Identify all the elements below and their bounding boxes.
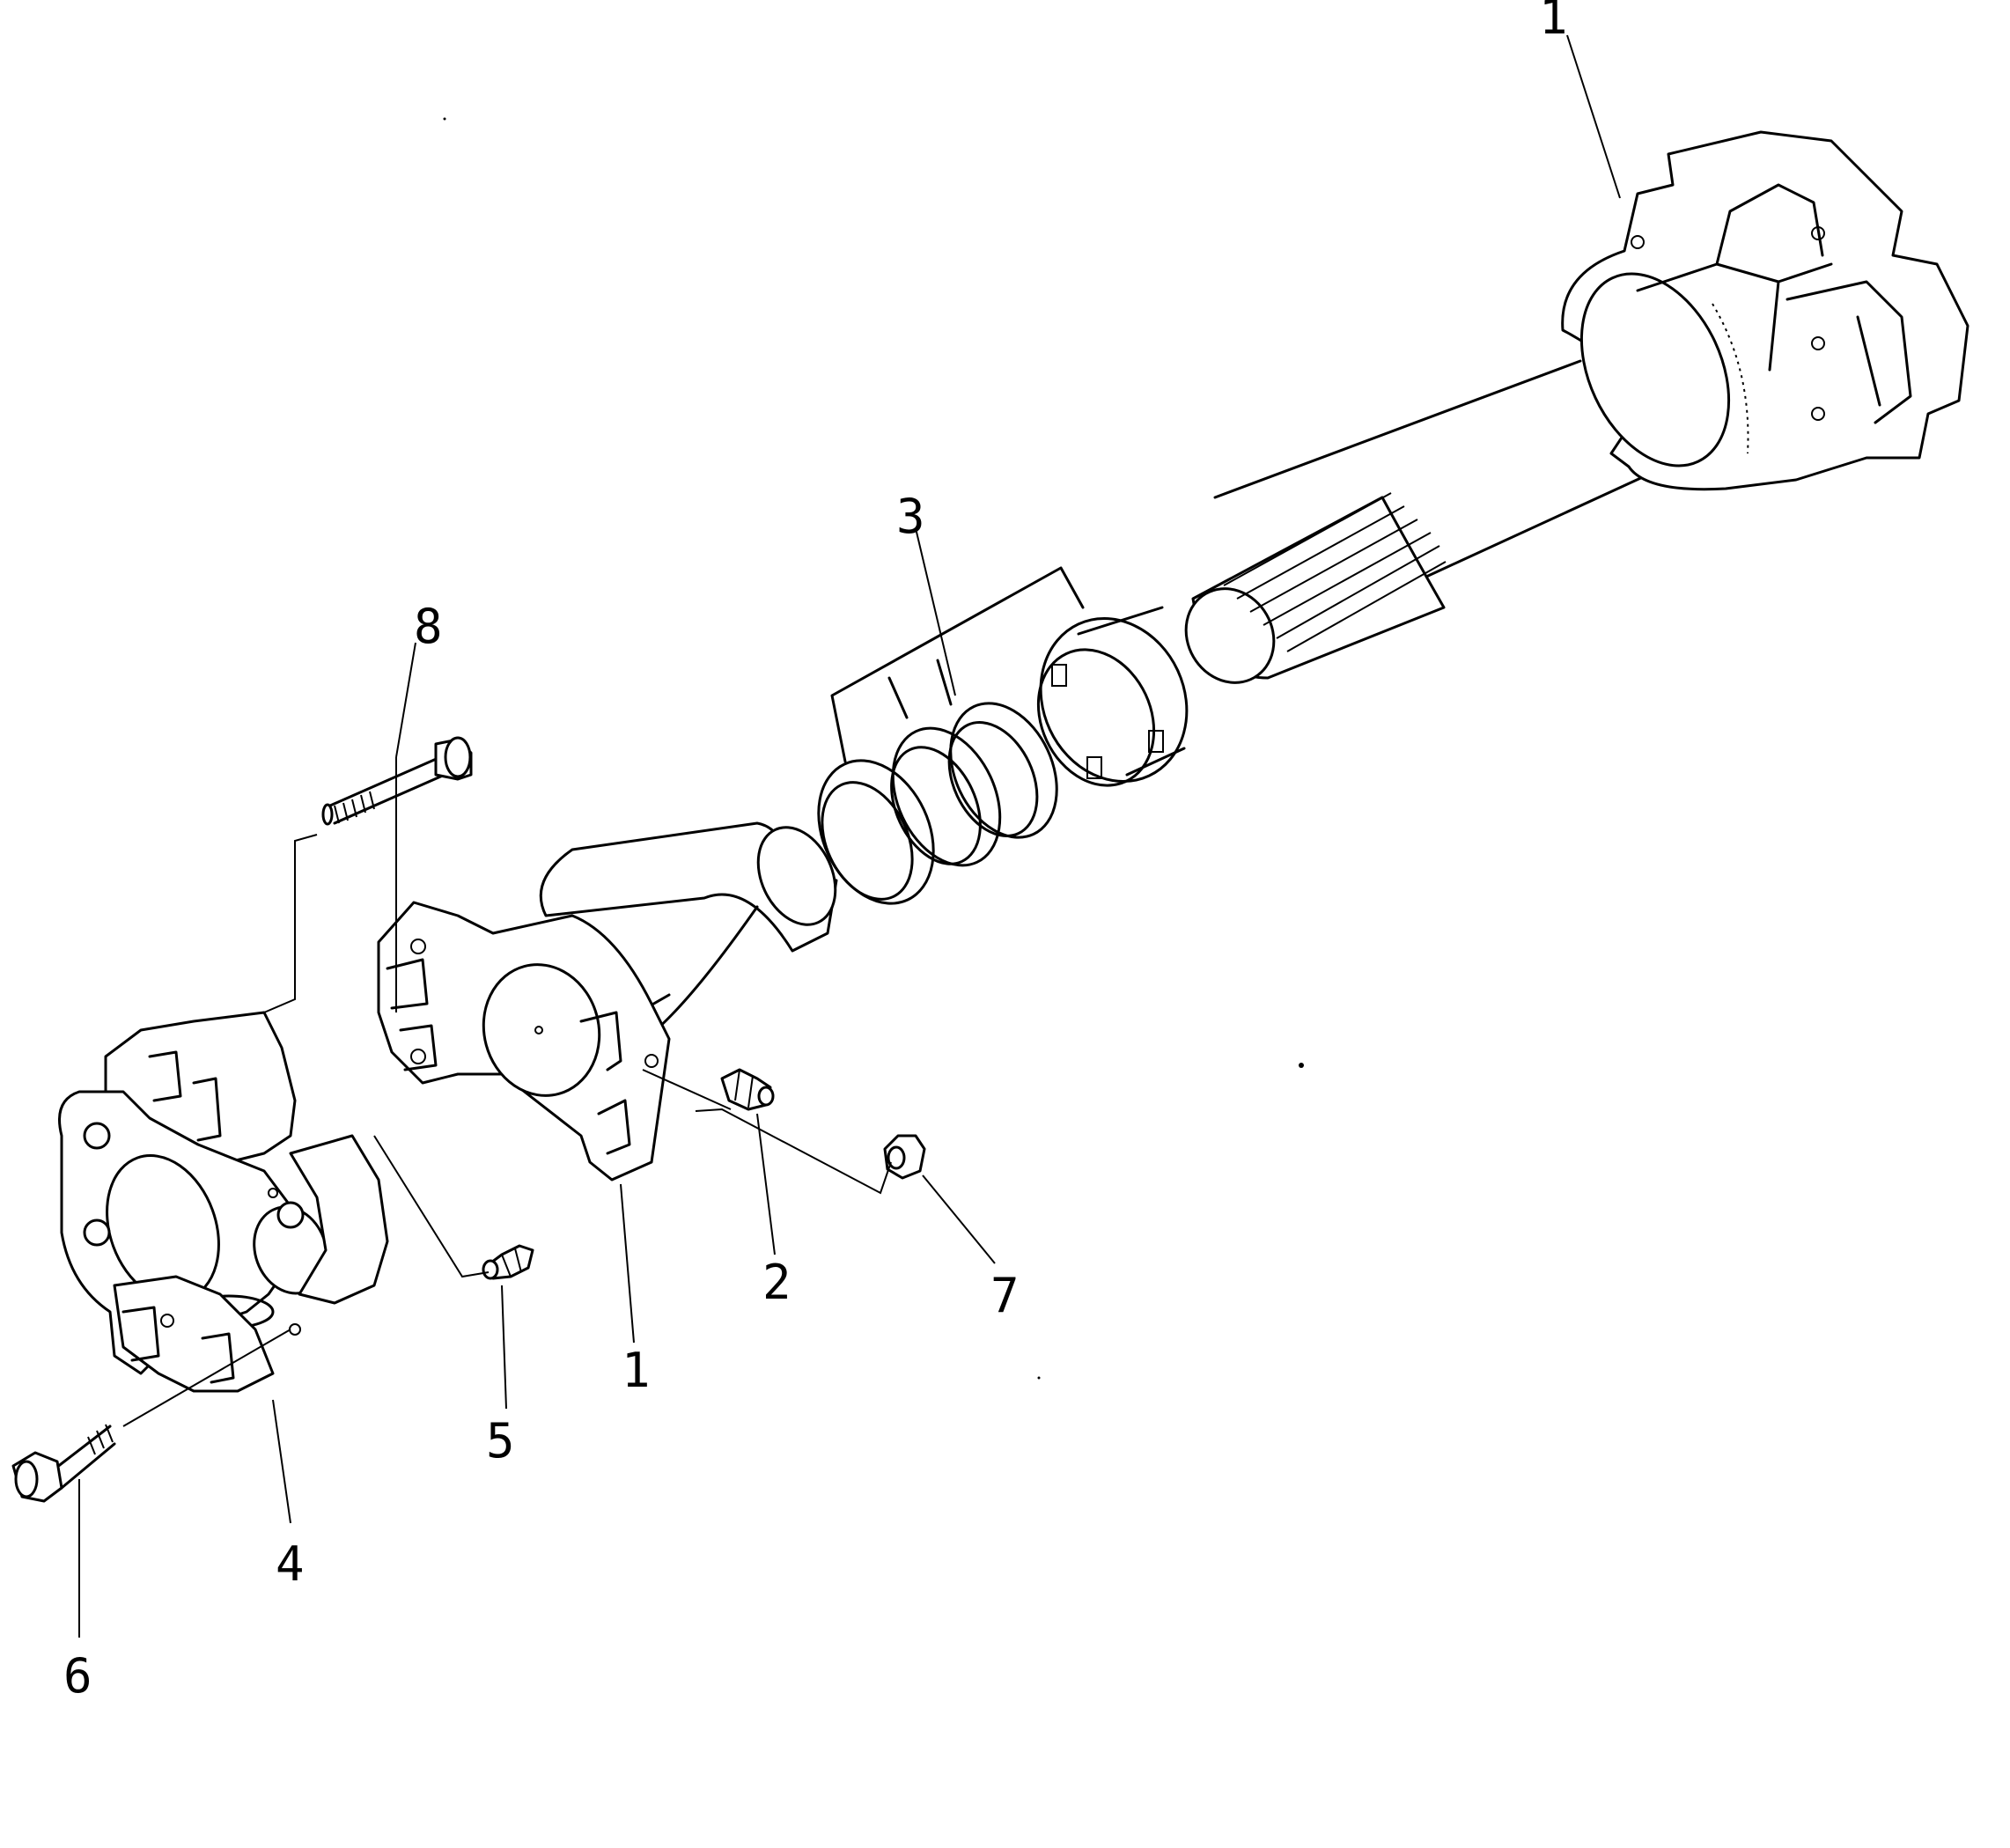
shaft-yoke-assembly (1184, 130, 1970, 684)
shim-rings (817, 702, 1058, 905)
nut (883, 1134, 926, 1180)
universal-joint-spider (58, 1011, 389, 1393)
callout-grease-fitting-center: 2 (762, 1255, 791, 1310)
shim-set (817, 566, 1189, 905)
bolt-upper (321, 736, 473, 826)
callout-bolt-upper: 8 (414, 599, 443, 654)
grease-fitting-left (482, 1244, 534, 1280)
callout-spider-kit: 4 (276, 1536, 305, 1592)
grease-fitting-center (720, 1068, 775, 1111)
callout-nut: 7 (990, 1268, 1020, 1323)
leader-lines (78, 34, 1621, 1638)
splined-shaft-end (1184, 492, 1447, 684)
callout-flange-yoke: 1 (622, 1343, 651, 1398)
callout-shim-set: 3 (896, 489, 925, 544)
scan-speck (1037, 1376, 1041, 1380)
seal-ring (1036, 606, 1189, 787)
callout-bolt-lower: 6 (63, 1648, 92, 1704)
bolt-lower (11, 1424, 116, 1503)
scan-speck (443, 117, 446, 121)
callout-grease-fitting-left: 5 (486, 1413, 515, 1469)
callout-shaft-yoke: 1 (1539, 0, 1568, 45)
scan-speck (1299, 1063, 1304, 1068)
shaft-yoke-body (1561, 130, 1970, 491)
flange-yoke (377, 821, 838, 1182)
